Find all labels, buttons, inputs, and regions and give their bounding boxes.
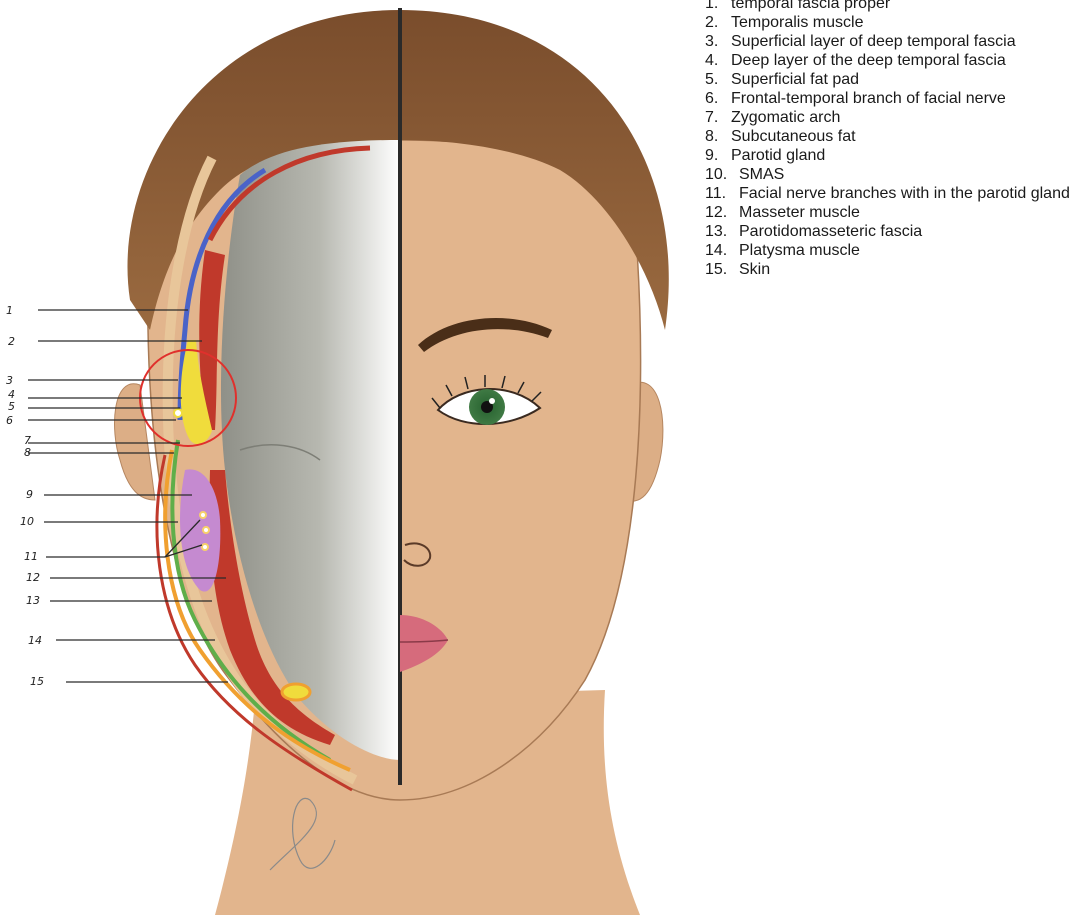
callout-6: 6 xyxy=(6,414,13,427)
legend-item-2: 2.Temporalis muscle xyxy=(705,13,1085,32)
legend-number: 6. xyxy=(705,89,727,108)
callout-15: 15 xyxy=(30,675,44,688)
callout-1: 1 xyxy=(6,304,13,317)
legend-number: 11. xyxy=(705,184,735,203)
legend-label: Deep layer of the deep temporal fascia xyxy=(727,51,1006,70)
legend-label: Superficial layer of deep temporal fasci… xyxy=(727,32,1016,51)
legend-number: 10. xyxy=(705,165,735,184)
legend-label: Frontal-temporal branch of facial nerve xyxy=(727,89,1006,108)
legend-number: 5. xyxy=(705,70,727,89)
legend-label: Masseter muscle xyxy=(735,203,860,222)
legend-item-15: 15.Skin xyxy=(705,260,1085,279)
legend-item-5: 5.Superficial fat pad xyxy=(705,70,1085,89)
legend-label: temporal fascia proper xyxy=(727,0,890,13)
legend-item-13: 13.Parotidomasseteric fascia xyxy=(705,222,1085,241)
callout-numbers: 1 2 3 4 5 6 7 8 9 10 11 12 13 14 15 xyxy=(6,304,44,688)
legend-number: 2. xyxy=(705,13,727,32)
legend-item-4: 4.Deep layer of the deep temporal fascia xyxy=(705,51,1085,70)
legend-label: Facial nerve branches with in the paroti… xyxy=(735,184,1070,203)
legend-item-1: 1.temporal fascia proper xyxy=(705,0,1085,13)
callout-8: 8 xyxy=(24,446,31,459)
legend-number: 12. xyxy=(705,203,735,222)
callout-14: 14 xyxy=(28,634,42,647)
callout-5: 5 xyxy=(8,400,15,413)
legend-number: 4. xyxy=(705,51,727,70)
legend-item-14: 14.Platysma muscle xyxy=(705,241,1085,260)
legend-label: Parotidomasseteric fascia xyxy=(735,222,922,241)
callout-11: 11 xyxy=(24,550,38,563)
legend-label: Skin xyxy=(735,260,770,279)
legend-item-6: 6.Frontal-temporal branch of facial nerv… xyxy=(705,89,1085,108)
legend-number: 1. xyxy=(705,0,727,13)
legend-label: Platysma muscle xyxy=(735,241,860,260)
legend: 1.temporal fascia proper 2.Temporalis mu… xyxy=(705,0,1085,279)
legend-number: 3. xyxy=(705,32,727,51)
legend-number: 9. xyxy=(705,146,727,165)
legend-number: 7. xyxy=(705,108,727,127)
legend-item-3: 3.Superficial layer of deep temporal fas… xyxy=(705,32,1085,51)
callout-3: 3 xyxy=(6,374,13,387)
legend-item-7: 7.Zygomatic arch xyxy=(705,108,1085,127)
legend-number: 13. xyxy=(705,222,735,241)
legend-item-8: 8.Subcutaneous fat xyxy=(705,127,1085,146)
legend-label: Subcutaneous fat xyxy=(727,127,856,146)
legend-label: Zygomatic arch xyxy=(727,108,840,127)
callout-10: 10 xyxy=(20,515,34,528)
legend-item-11: 11.Facial nerve branches with in the par… xyxy=(705,184,1085,203)
legend-number: 8. xyxy=(705,127,727,146)
callout-12: 12 xyxy=(26,571,40,584)
legend-item-12: 12.Masseter muscle xyxy=(705,203,1085,222)
legend-number: 15. xyxy=(705,260,735,279)
legend-label: Parotid gland xyxy=(727,146,825,165)
legend-label: SMAS xyxy=(735,165,784,184)
legend-label: Temporalis muscle xyxy=(727,13,863,32)
left-ear xyxy=(115,384,155,500)
callout-2: 2 xyxy=(8,335,15,348)
legend-number: 14. xyxy=(705,241,735,260)
callout-9: 9 xyxy=(26,488,33,501)
legend-label: Superficial fat pad xyxy=(727,70,859,89)
legend-item-9: 9.Parotid gland xyxy=(705,146,1085,165)
callout-13: 13 xyxy=(26,594,40,607)
legend-item-10: 10.SMAS xyxy=(705,165,1085,184)
